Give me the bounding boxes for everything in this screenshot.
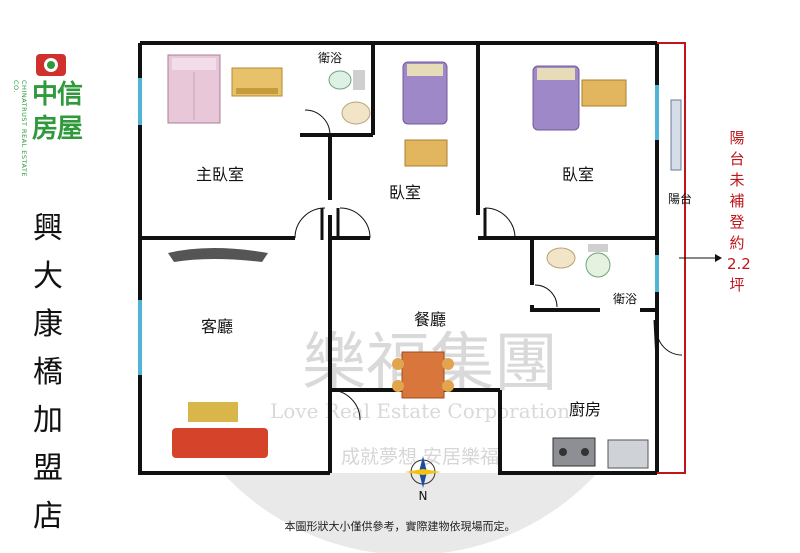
brand-logo: CHINATRUST REAL ESTATE CO. 中信 房屋: [12, 50, 94, 180]
brand-name-zh-line1: 中信: [32, 80, 83, 110]
balcony-arrow: [679, 254, 722, 262]
watermark-subtitle: Love Real Estate Corporation: [270, 399, 570, 423]
store-name: 興大康橋加盟店: [33, 211, 63, 534]
bathroom-right-fixtures: [546, 244, 611, 278]
tv-stand: [168, 248, 268, 262]
compass-icon: [405, 456, 441, 488]
room-label-bedroom-right: 臥室: [562, 165, 594, 184]
compass-label: N: [419, 489, 428, 503]
footer-disclaimer: 本圖形狀大小僅供參考，實際建物依現場而定。: [284, 520, 516, 533]
room-label-dining-room: 餐廳: [414, 310, 446, 329]
dining-table: [392, 351, 454, 399]
room-label-living-room: 客廳: [201, 317, 233, 336]
master-bed: [167, 54, 221, 124]
windows: [138, 78, 659, 375]
room-label-bathroom-top: 衛浴: [318, 51, 342, 65]
brand-logo-icon: [36, 54, 66, 76]
balcony-note: 陽台未補登約2.2坪: [727, 129, 751, 294]
watermark-slogan: 成就夢想 安居樂福: [341, 446, 499, 468]
room-label-bathroom-right: 衛浴: [613, 292, 637, 306]
master-dresser: [231, 67, 283, 97]
door-arcs: [294, 109, 683, 421]
middle-bed: [402, 61, 448, 167]
door-jambs: [320, 208, 659, 361]
room-label-balcony: 陽台: [668, 191, 692, 206]
kitchen-appliances: [552, 437, 649, 469]
brand-name-zh-line2: 房屋: [32, 114, 83, 144]
sofa: [172, 402, 268, 458]
balcony-rack: [670, 99, 682, 171]
bathroom-top-fixtures: [328, 70, 371, 125]
room-label-bedroom-middle: 臥室: [389, 183, 421, 202]
room-label-master-bedroom: 主臥室: [196, 165, 244, 184]
right-bed: [532, 65, 627, 131]
brand-name-zh: 中信 房屋: [32, 78, 112, 146]
brand-name-en: CHINATRUST REAL ESTATE CO.: [12, 80, 28, 178]
room-label-kitchen: 廚房: [569, 400, 601, 419]
